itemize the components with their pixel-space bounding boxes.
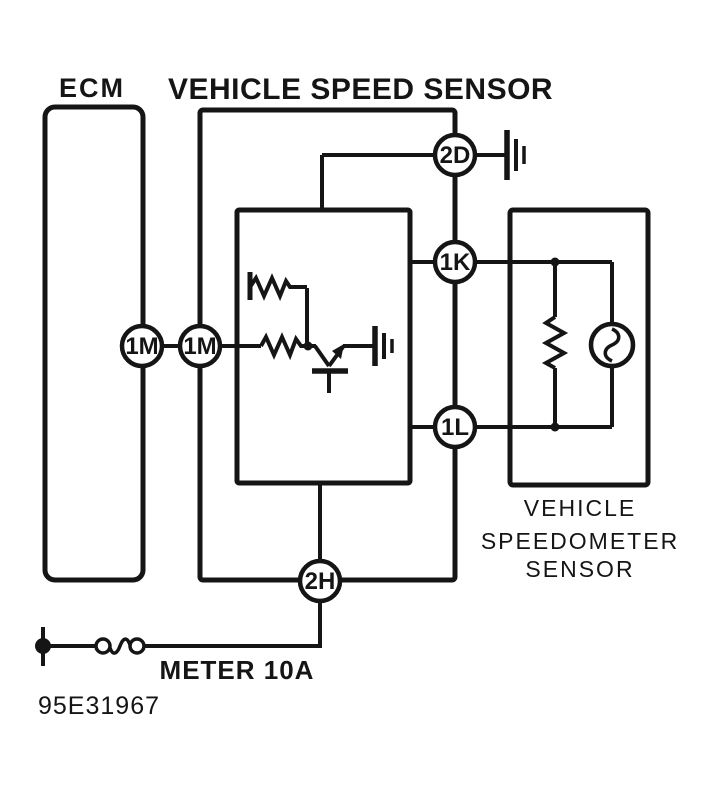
ground-icon [372, 326, 394, 366]
connector-2d: 2D [432, 132, 478, 178]
ecm-label: ECM [59, 73, 125, 103]
connector-2h: 2H [297, 558, 343, 604]
wire-2d-branch [320, 153, 505, 210]
connector-1k-label: 1K [440, 249, 471, 276]
pullup-resistor-icon [247, 272, 309, 344]
connector-1m-vss: 1M [177, 323, 223, 369]
connector-1l: 1L [432, 404, 478, 450]
connector-2h-label: 2H [305, 568, 336, 595]
vehicle-speedometer-sensor-box [507, 207, 651, 488]
battery-feed-icon [35, 627, 96, 666]
base-resistor-icon [259, 332, 316, 361]
connector-1m-vss-label: 1M [183, 333, 216, 360]
wire-2h-branch [144, 483, 322, 648]
connector-2d-label: 2D [440, 142, 471, 169]
connector-1m-ecm: 1M [119, 323, 165, 369]
speedometer-sensor-label-line2: SPEEDOMETER [481, 528, 679, 554]
connector-1l-label: 1L [441, 414, 469, 441]
fuse-label: METER 10A [160, 655, 315, 685]
transistor-icon [312, 344, 373, 393]
speedometer-sensor-label-line1: VEHICLE [524, 495, 636, 521]
ac-generator-icon [588, 321, 636, 369]
diagram-id: 95E31967 [38, 692, 160, 720]
connector-1k: 1K [432, 239, 478, 285]
speedometer-sensor-label-line3: SENSOR [525, 556, 634, 582]
resistor-icon [541, 262, 569, 427]
ground-icon [504, 130, 526, 180]
page-title: VEHICLE SPEED SENSOR [168, 73, 553, 106]
connector-1m-ecm-label: 1M [125, 333, 158, 360]
fuse-icon [94, 637, 146, 655]
